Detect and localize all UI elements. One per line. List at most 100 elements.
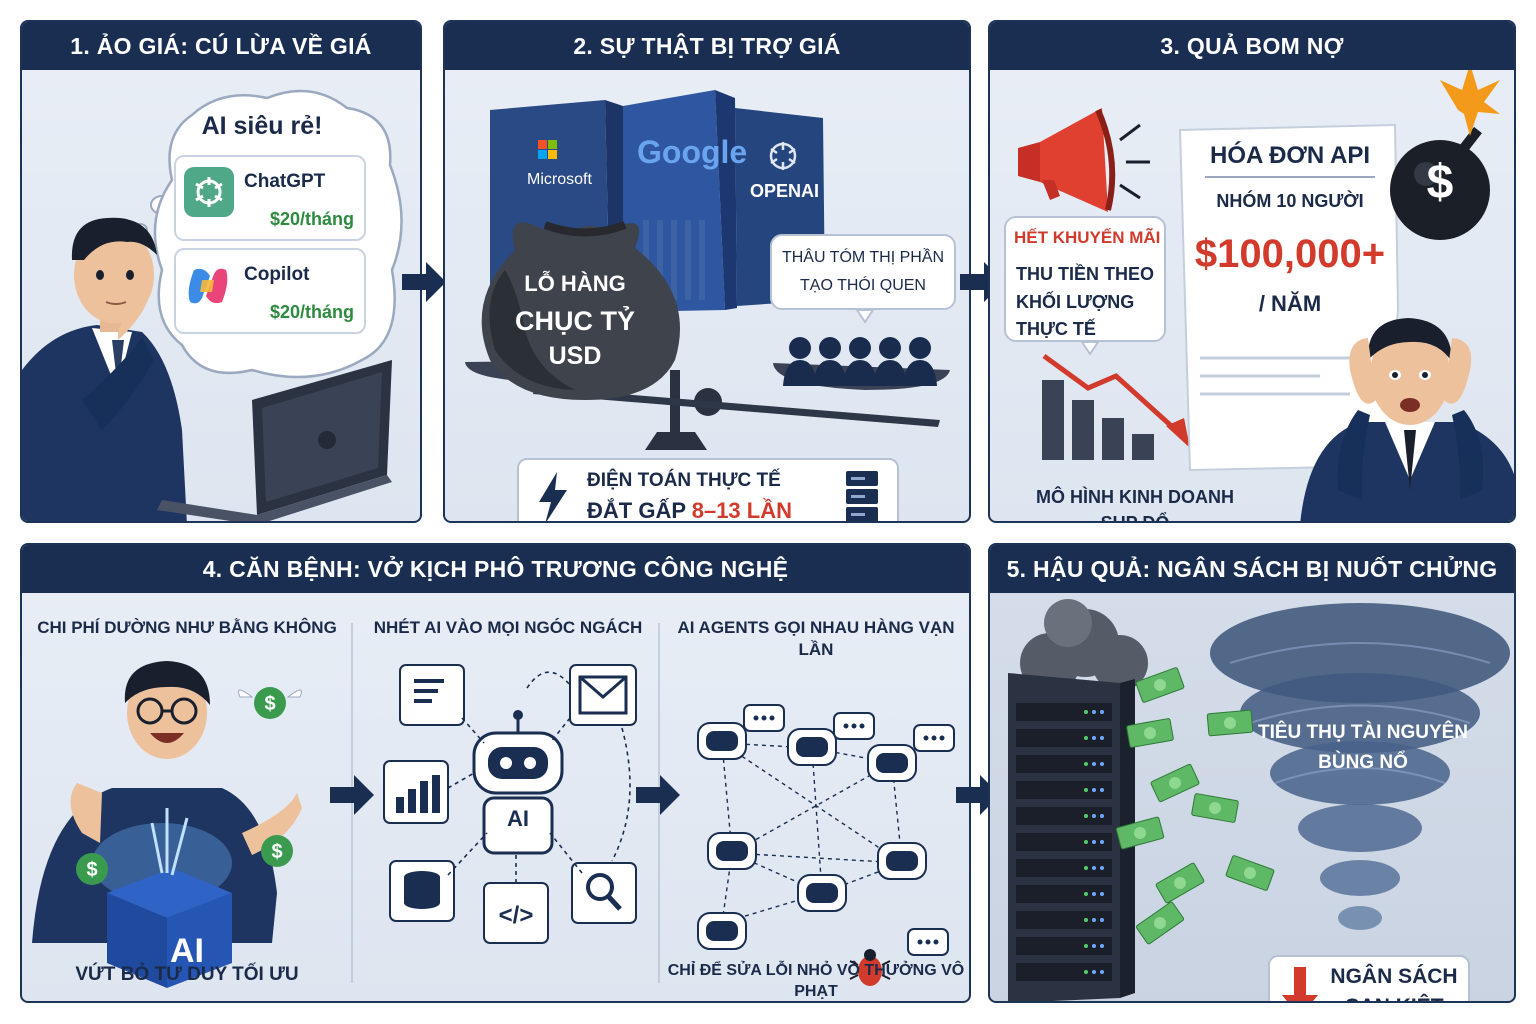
server-led [1092, 892, 1096, 896]
panel-4-illustration: $ $ $ [32, 623, 955, 988]
declining-bar-chart-icon [1042, 353, 1190, 460]
collapse-line-1: MÔ HÌNH KINH DOANH [1036, 487, 1234, 507]
panel-debt-bomb: 3. QUẢ BOM NỢ [988, 20, 1516, 523]
thought-heading: AI siêu rẻ! [201, 112, 323, 140]
server-led [1084, 736, 1088, 740]
product-name-chatgpt: ChatGPT [244, 171, 326, 192]
panel-5-title: 5. HẬU QUẢ: NGÂN SÁCH BỊ NUỐT CHỬNG [990, 545, 1514, 593]
stressed-man-figure [1300, 318, 1514, 521]
market-share-bubble: THÂU TÓM THỊ PHẦN TẠO THÓI QUEN [770, 234, 956, 310]
tool-glyphs: </> [396, 675, 628, 929]
server-led [1084, 892, 1088, 896]
flow-arrow-1 [402, 262, 446, 302]
server-slot [1016, 729, 1112, 747]
openai-logo-icon [769, 142, 797, 170]
budget-depleted-box: NGÂN SÁCH CẠN KIỆT [1268, 955, 1470, 1001]
bubble-tail [855, 309, 875, 324]
server-slot [1016, 781, 1112, 799]
budget-line-2: CẠN KIỆT [1324, 993, 1464, 1001]
chat-dots [753, 715, 945, 945]
svg-text:$: $ [271, 841, 282, 863]
robot-ai-label: AI [507, 806, 529, 831]
server-led [1084, 866, 1088, 870]
server-slot [1016, 859, 1112, 877]
collapse-line-2: SỤP ĐỔ [1100, 513, 1170, 523]
panel-budget-consumed: 5. HẬU QUẢ: NGÂN SÁCH BỊ NUỐT CHỬNG [988, 543, 1516, 1003]
market-bubble-line-2: TẠO THÓI QUEN [800, 277, 926, 294]
server-led [1084, 970, 1088, 974]
panel-illusion-price: 1. ẢO GIÁ: CÚ LỪA VỀ GIÁ [20, 20, 422, 523]
server-led [1092, 840, 1096, 844]
money-bill [1206, 709, 1254, 737]
panel-2-title: 2. SỰ THẬT BỊ TRỢ GIÁ [445, 22, 969, 70]
tornado-line-1: TIÊU THỤ TÀI NGUYÊN [1257, 722, 1469, 743]
panel-3-stage: HẾT KHUYẾN MÃI THU TIỀN THEO KHỐI LƯỢNG … [990, 64, 1514, 523]
panel-2-illustration [465, 90, 950, 450]
server-led [1084, 762, 1088, 766]
server-led [1100, 892, 1104, 896]
svg-text:</>: </> [499, 902, 534, 929]
bomb-icon [1390, 64, 1500, 240]
company-label-google: Google [637, 134, 748, 170]
server-led [1100, 762, 1104, 766]
chat-dots-bubbles [743, 704, 955, 956]
loss-bag-line-2: CHỤC TỶ [515, 306, 635, 336]
microsoft-logo-icon [538, 140, 557, 159]
loss-bag-line-1: LỖ HÀNG [524, 271, 626, 296]
server-slot [1016, 885, 1112, 903]
user-crowd-icon [783, 337, 937, 386]
server-led [1092, 944, 1096, 948]
server-slots [1016, 703, 1112, 981]
promo-line-1: THU TIỀN THEO [1016, 264, 1154, 284]
flying-money-icons: $ $ $ [76, 687, 302, 885]
invoice-title: HÓA ĐƠN API [1209, 142, 1371, 169]
server-slot [1016, 963, 1112, 981]
server-slot [1016, 911, 1112, 929]
server-slot [1016, 833, 1112, 851]
invoice-period: / NĂM [1258, 291, 1322, 316]
connection-lines [447, 671, 631, 883]
copilot-logo-icon [184, 262, 232, 310]
server-led [1084, 788, 1088, 792]
server-led [1100, 840, 1104, 844]
budget-line-1: NGÂN SÁCH [1330, 965, 1458, 988]
server-led [1100, 710, 1104, 714]
product-name-copilot: Copilot [244, 264, 310, 285]
money-bill [1135, 901, 1185, 945]
compute-line-2-prefix: ĐẮT GẤP [587, 498, 692, 523]
company-label-openai: OPENAI [750, 181, 820, 201]
server-slot [1016, 755, 1112, 773]
lightning-icon [539, 472, 567, 521]
server-led [1100, 944, 1104, 948]
server-led [1100, 970, 1104, 974]
invoice-amount: $100,000+ [1194, 232, 1386, 276]
money-bill [1150, 763, 1200, 803]
server-led [1084, 840, 1088, 844]
flow-arrow-4 [636, 775, 680, 815]
chatgpt-logo-icon [184, 167, 234, 217]
server-led [1092, 710, 1096, 714]
product-card-copilot: Copilot $20/tháng [174, 248, 366, 334]
server-led [1092, 762, 1096, 766]
market-bubble-line-1: THÂU TÓM THỊ PHẦN [781, 249, 945, 266]
server-slot [1016, 937, 1112, 955]
server-led [1092, 736, 1096, 740]
panel-1-stage: AI siêu rẻ! ChatGPT $20/tháng Copilot $2… [22, 70, 420, 521]
server-led [1100, 918, 1104, 922]
product-card-chatgpt: ChatGPT $20/tháng [174, 155, 366, 241]
panel-4-stage: $ $ $ [22, 593, 969, 1001]
product-price-copilot: $20/tháng [269, 302, 354, 322]
server-led [1084, 710, 1088, 714]
panel-3-title: 3. QUẢ BOM NỢ [990, 22, 1514, 70]
svg-text:$: $ [86, 859, 97, 881]
server-led [1092, 788, 1096, 792]
col1-caption: VỨT BỎ TƯ DUY TỐI ƯU [75, 964, 299, 985]
server-led [1092, 866, 1096, 870]
laptop [157, 360, 392, 521]
server-slot [1016, 703, 1112, 721]
panel-2-stage: Microsoft Google OPENAI LỖ HÀNG CHỤC TỶ … [445, 70, 969, 521]
loss-money-bag [481, 221, 680, 400]
promo-line-2: KHỐI LƯỢNG [1016, 292, 1135, 312]
excited-man-figure [32, 661, 302, 943]
col3-caption: CHỈ ĐỂ SỬA LỖI NHỎ VÔ THƯỞNG VÔ PHẠT [667, 962, 965, 1000]
